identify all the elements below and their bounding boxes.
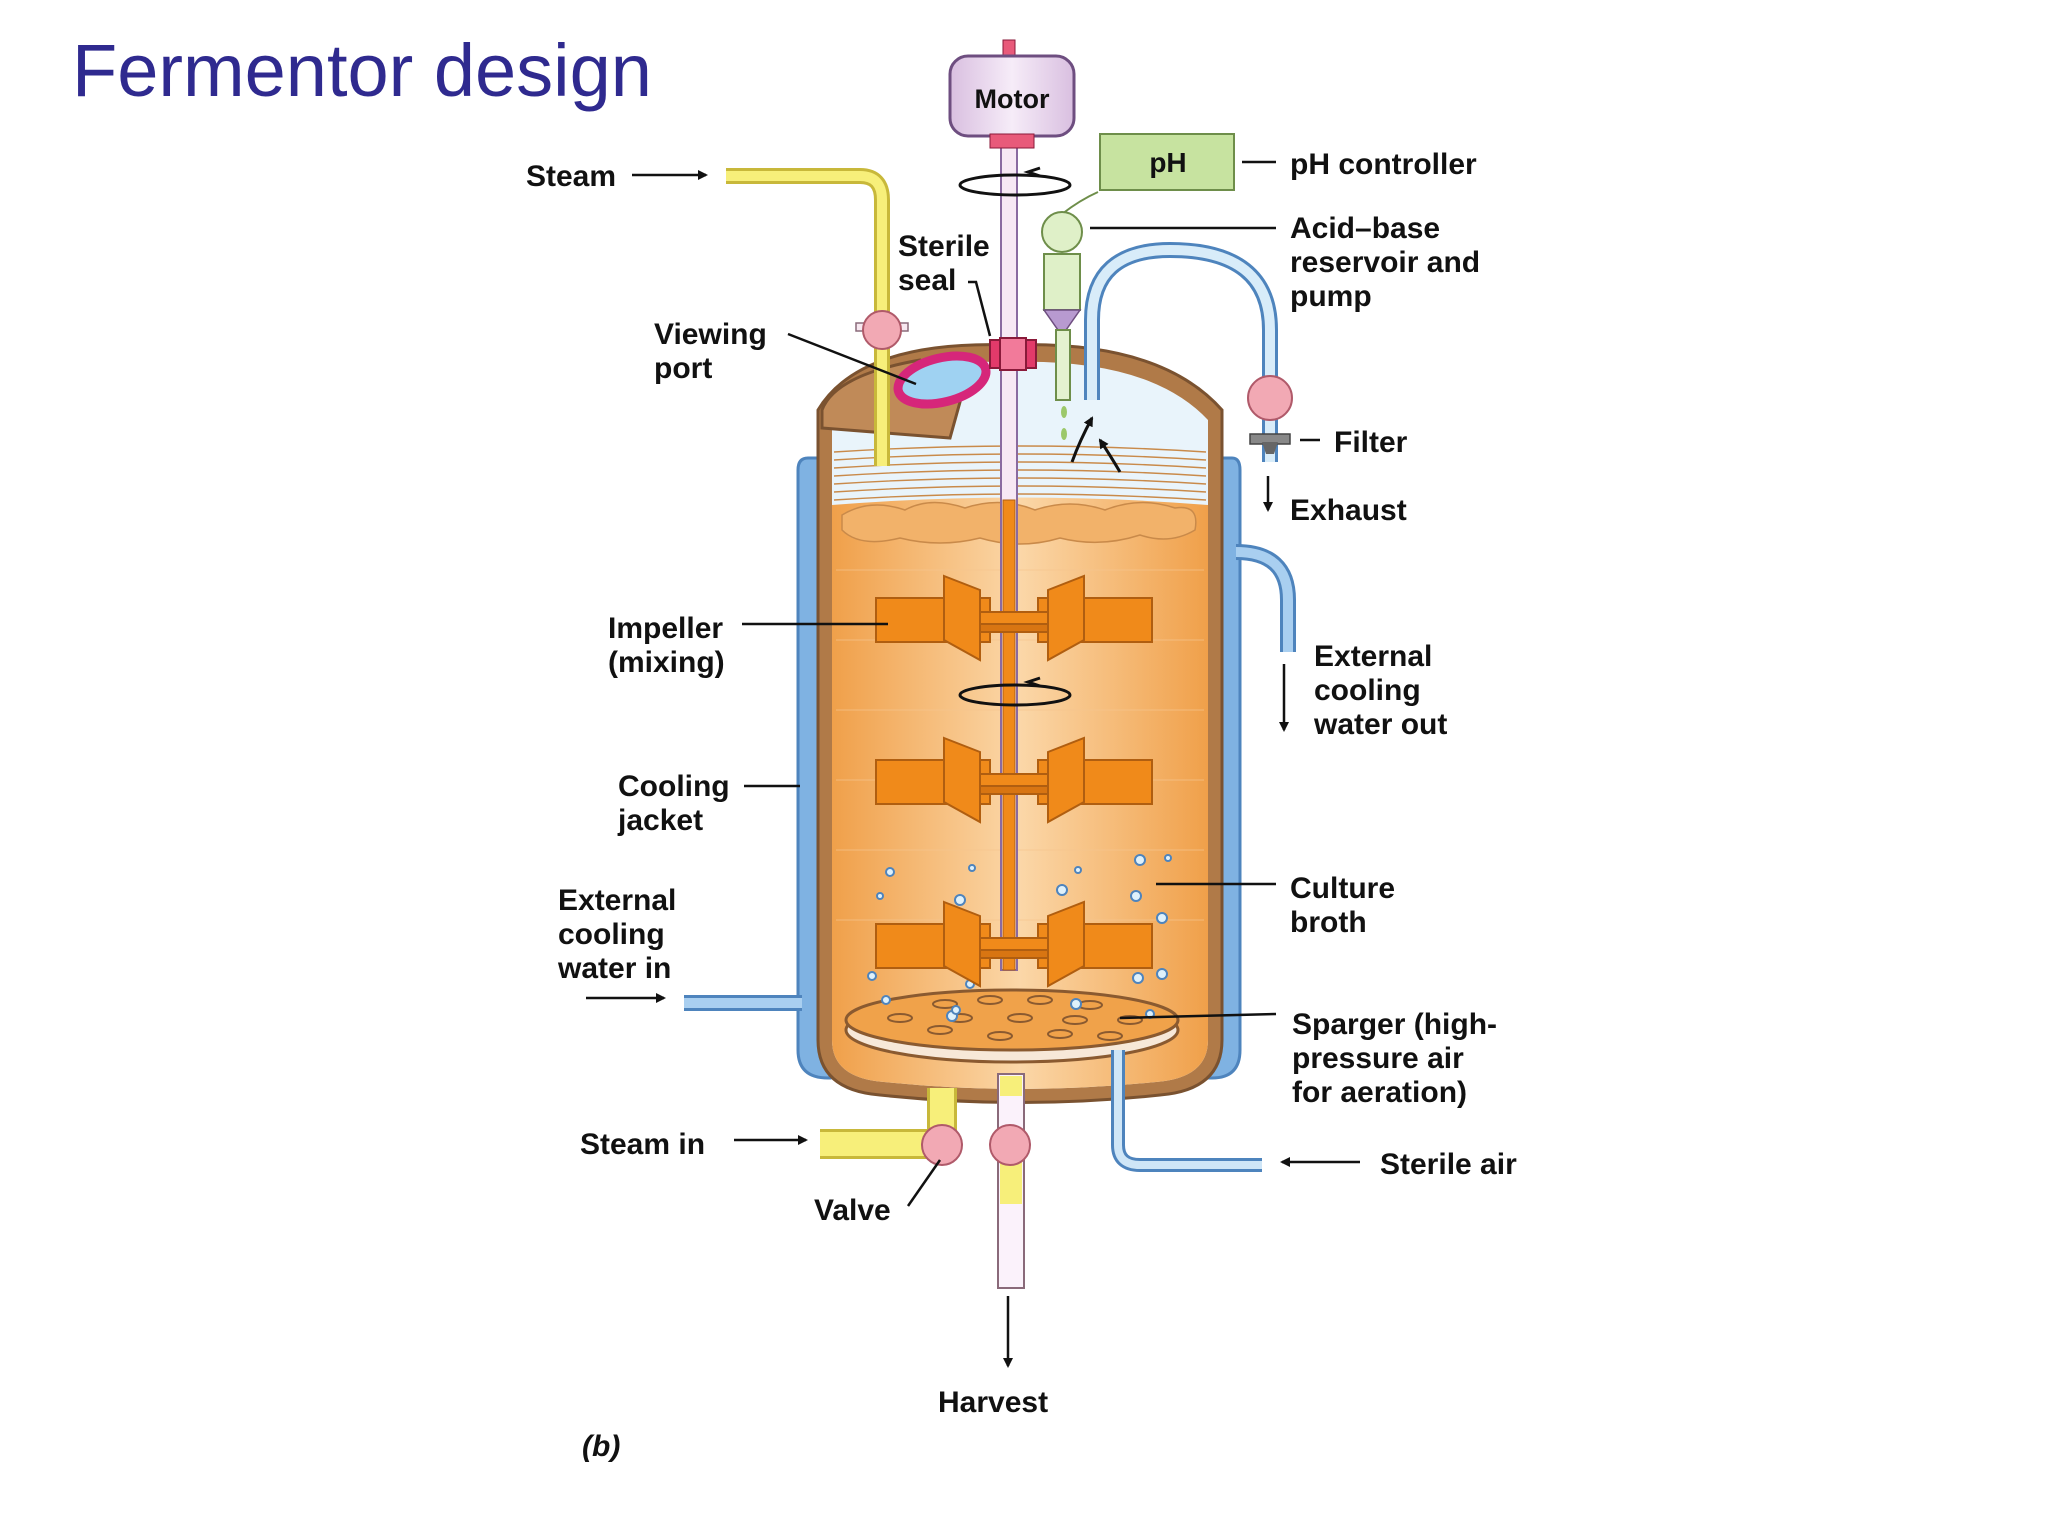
page-title: Fermentor design	[72, 29, 652, 112]
exhaust-pipe	[1084, 241, 1293, 462]
label-sparger-1: Sparger (high-	[1292, 1008, 1497, 1041]
label-acid-base-3: pump	[1290, 280, 1372, 313]
label-cooling-jacket-1: Cooling	[618, 770, 730, 803]
label-exhaust: Exhaust	[1290, 494, 1407, 527]
ph-controller: pH	[1041, 133, 1235, 440]
rotation-arrow-icon	[958, 166, 1072, 707]
motor-label: Motor	[975, 84, 1050, 114]
label-acid-base-2: reservoir and	[1290, 246, 1480, 279]
label-sparger-3: for aeration)	[1292, 1076, 1467, 1109]
filter-icon	[1247, 375, 1293, 421]
label-ph-controller: pH controller	[1290, 148, 1477, 181]
label-acid-base-1: Acid–base	[1290, 212, 1440, 245]
label-sterile-seal-2: seal	[898, 264, 956, 297]
figure-label: (b)	[582, 1430, 620, 1463]
valve-icon	[921, 1124, 963, 1166]
ph-box-label: pH	[1149, 147, 1186, 178]
valve-icon	[862, 310, 902, 350]
label-valve: Valve	[814, 1194, 891, 1227]
label-culture-broth-2: broth	[1290, 906, 1367, 939]
label-steam-in: Steam in	[580, 1128, 705, 1161]
label-ext-cooling-in-2: cooling	[558, 918, 665, 951]
impeller-shaft	[1000, 139, 1018, 971]
label-viewing-port-2: port	[654, 352, 712, 385]
air-bubbles	[867, 854, 1172, 1022]
motor: Motor	[948, 39, 1076, 149]
label-sterile-air: Sterile air	[1380, 1148, 1517, 1181]
impeller-blades-1	[875, 574, 1153, 662]
label-cooling-jacket-2: jacket	[617, 804, 703, 837]
label-filter: Filter	[1334, 426, 1408, 459]
label-viewing-port-1: Viewing	[654, 318, 767, 351]
label-sterile-seal-1: Sterile	[898, 230, 990, 263]
viewing-port-ring	[893, 351, 991, 409]
label-ext-cooling-in-3: water in	[557, 952, 671, 985]
label-steam: Steam	[526, 160, 616, 193]
sparger	[844, 988, 1262, 1172]
label-harvest: Harvest	[938, 1386, 1048, 1419]
impeller-blades-3	[875, 900, 1153, 988]
label-culture-broth-1: Culture	[1290, 872, 1395, 905]
label-ext-cooling-out-2: cooling	[1314, 674, 1421, 707]
label-ext-cooling-out-3: water out	[1313, 708, 1447, 741]
label-impeller-1: Impeller	[608, 612, 723, 645]
label-impeller-2: (mixing)	[608, 646, 725, 679]
label-ext-cooling-in-1: External	[558, 884, 676, 917]
label-ext-cooling-out-1: External	[1314, 640, 1432, 673]
bottom-pipes	[820, 1073, 1031, 1289]
label-sparger-2: pressure air	[1292, 1042, 1464, 1075]
impeller-blades-2	[875, 736, 1153, 824]
steam-pipe	[726, 168, 909, 466]
valve-icon	[989, 1124, 1031, 1166]
